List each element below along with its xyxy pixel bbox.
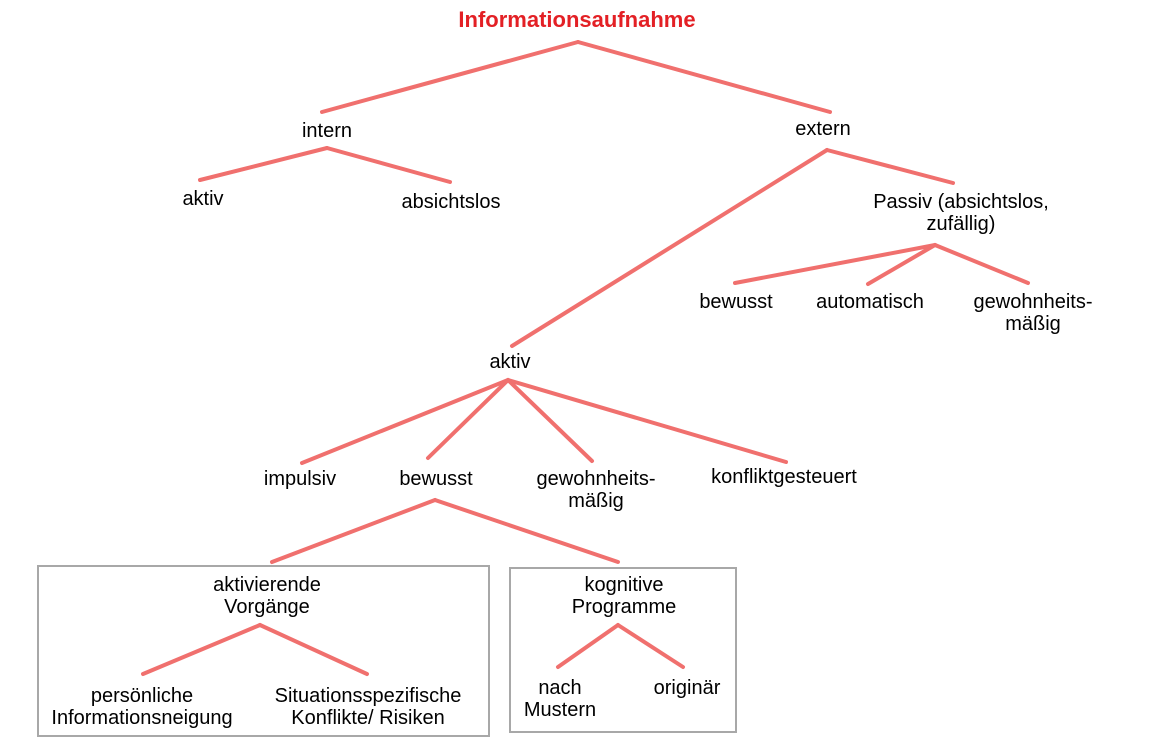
edge-extern-aktiv — [510, 148, 829, 348]
edge-vorgaenge-situationsspezifische — [258, 623, 369, 676]
edge-aktiv-bewusst — [426, 378, 510, 460]
node-passiv: Passiv (absichtslos, zufällig) — [873, 191, 1049, 235]
node-aktiv-gewohnheitsmaessig: gewohnheits- mäßig — [536, 468, 656, 512]
node-extern-aktiv: aktiv — [489, 351, 531, 373]
edge-bewusst-kognitive-programme — [433, 498, 620, 564]
node-situationsspezifische-konflikte: Situationsspezifische Konflikte/ Risiken — [274, 685, 462, 729]
node-nach-mustern: nach Mustern — [523, 677, 597, 721]
edge-aktiv-impulsiv — [300, 378, 510, 465]
node-persoenliche-informationsneigung: persönliche Informationsneigung — [51, 685, 233, 729]
node-automatisch: automatisch — [816, 291, 924, 313]
edge-passiv-gewohnheitsmaessig — [933, 243, 1030, 285]
node-passiv-bewusst: bewusst — [699, 291, 773, 313]
node-aktivierende-vorgaenge: aktivierende Vorgänge — [213, 574, 321, 618]
edge-aktiv-konfliktgesteuert — [506, 378, 788, 464]
node-konfliktgesteuert: konfliktgesteuert — [711, 466, 857, 488]
edge-bewusst-aktivierende-vorgaenge — [270, 498, 437, 564]
edge-title-intern — [320, 40, 580, 114]
node-impulsiv: impulsiv — [263, 468, 337, 490]
edge-programme-originaer — [616, 623, 685, 669]
node-originaer: originär — [653, 677, 721, 699]
edge-extern-passiv — [825, 148, 955, 185]
edge-title-extern — [576, 40, 832, 114]
edge-aktiv-gewohnheitsmaessig — [506, 378, 594, 463]
node-aktiv-bewusst: bewusst — [399, 468, 473, 490]
edge-passiv-bewusst — [733, 243, 937, 285]
aktivierende-vorgaenge-box — [37, 565, 490, 737]
edge-vorgaenge-persoenliche — [141, 623, 262, 676]
edge-programme-nach-mustern — [556, 623, 620, 669]
kognitive-programme-box — [509, 567, 737, 733]
node-intern-aktiv: aktiv — [182, 188, 224, 210]
edge-intern-absichtslos — [325, 146, 452, 184]
node-intern: intern — [301, 120, 353, 142]
edge-intern-aktiv — [198, 146, 329, 182]
node-absichtslos: absichtslos — [401, 191, 501, 213]
node-kognitive-programme: kognitive Programme — [571, 574, 677, 618]
node-passiv-gewohnheitsmaessig: gewohnheits- mäßig — [973, 291, 1093, 335]
diagram-title: Informationsaufnahme — [458, 7, 696, 32]
edge-passiv-automatisch — [866, 243, 937, 286]
node-extern: extern — [795, 118, 851, 140]
